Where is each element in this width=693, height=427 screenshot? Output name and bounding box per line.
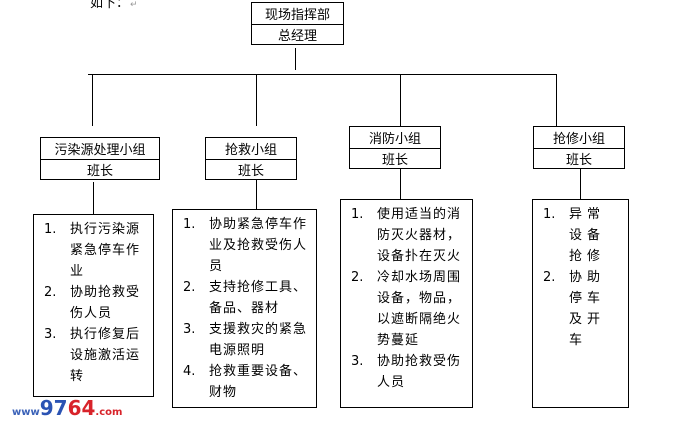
duty-item: 2. 冷却水场周围设备，物品，以遮断隔绝火势蔓延 xyxy=(347,267,466,351)
group-name-text: 抢救小组 xyxy=(224,142,277,158)
watermark-num2: 64 xyxy=(67,396,96,420)
duty-item: 3. 执行修复后设施激活运转 xyxy=(40,324,147,387)
duty-number: 1. xyxy=(183,217,196,232)
group-box-repair: 抢修小组 班长 xyxy=(533,126,625,169)
group-name: 抢修小组 xyxy=(534,127,624,148)
paragraph-mark: ↵ xyxy=(130,0,138,10)
group-name: 消防小组 xyxy=(350,127,440,148)
group-leader-text: 班长 xyxy=(381,152,408,168)
watermark-num1: 97 xyxy=(39,396,68,420)
group-name: 污染源处理小组 xyxy=(41,138,159,159)
watermark-com: .com xyxy=(95,407,123,418)
duty-number: 2. xyxy=(543,270,556,285)
duty-number: 2. xyxy=(183,280,196,295)
connector xyxy=(400,74,401,126)
duty-item: 3. 协助抢救受伤人员 xyxy=(347,351,466,393)
group-leader-text: 班长 xyxy=(86,163,113,179)
command-center-role: 总经理 xyxy=(252,23,343,45)
duty-text: 冷却水场周围设备，物品，以遮断隔绝火势蔓延 xyxy=(377,270,462,348)
duties-fire: 1. 使用适当的消防灭火器材，设备扑在灭火 2. 冷却水场周围设备，物品，以遮断隔绝… xyxy=(340,199,473,408)
duty-number: 1. xyxy=(543,207,556,222)
duty-number: 3. xyxy=(183,322,196,337)
duty-item: 1. 执行污染源紧急停车作业 xyxy=(40,219,147,282)
connector xyxy=(256,179,257,209)
connector xyxy=(92,74,93,126)
group-leader: 班长 xyxy=(350,147,440,169)
title-text: 现场指挥部 xyxy=(264,7,330,23)
connector xyxy=(256,74,257,126)
watermark-logo: www9764.com xyxy=(12,396,122,420)
group-leader-text: 班长 xyxy=(565,152,592,168)
duty-text: 协助抢救受伤人员 xyxy=(70,285,141,321)
duty-item: 1. 使用适当的消防灭火器材，设备扑在灭火 xyxy=(347,204,466,267)
group-name-text: 污染源处理小组 xyxy=(54,142,146,158)
group-name-text: 消防小组 xyxy=(368,131,421,147)
duty-item: 1. 协助紧急停车作业及抢救受伤人员 xyxy=(179,214,310,277)
command-center-box: 现场指挥部 总经理 xyxy=(251,2,344,45)
group-leader: 班长 xyxy=(534,147,624,169)
group-leader-text: 班长 xyxy=(237,163,264,179)
duty-text: 异常设备抢修 xyxy=(569,207,606,264)
duty-text: 执行修复后设施激活运转 xyxy=(70,327,141,384)
intro-text: 如下：↵ xyxy=(90,0,138,11)
group-name-text: 抢修小组 xyxy=(552,131,605,147)
connector xyxy=(556,74,557,126)
duty-item: 3. 支援救灾的紧急电源照明 xyxy=(179,319,310,361)
duties-rescue: 1. 协助紧急停车作业及抢救受伤人员 2. 支持抢修工具、备品、器材 3. 支援救灾的… xyxy=(172,209,317,408)
duties-repair: 1. 异常设备抢修 2. 协助停车及开车 xyxy=(532,199,629,408)
connector xyxy=(88,74,557,75)
duty-text: 执行污染源紧急停车作业 xyxy=(70,222,141,279)
duty-number: 2. xyxy=(351,270,364,285)
connector xyxy=(93,182,94,214)
duty-text: 支持抢修工具、备品、器材 xyxy=(209,280,308,316)
duty-item: 2. 支持抢修工具、备品、器材 xyxy=(179,277,310,319)
connector xyxy=(400,169,401,199)
duty-text: 协助抢救受伤人员 xyxy=(377,354,462,390)
duty-item: 4. 抢救重要设备、财物 xyxy=(179,361,310,403)
group-name: 抢救小组 xyxy=(206,138,296,159)
group-box-pollution: 污染源处理小组 班长 xyxy=(40,137,160,180)
group-box-fire: 消防小组 班长 xyxy=(349,126,441,169)
duty-number: 1. xyxy=(351,207,364,222)
role-text: 总经理 xyxy=(277,28,317,44)
group-leader: 班长 xyxy=(206,158,296,180)
connector xyxy=(580,169,581,199)
command-center-title: 现场指挥部 xyxy=(252,3,343,24)
duty-text: 使用适当的消防灭火器材，设备扑在灭火 xyxy=(377,207,462,264)
duty-number: 2. xyxy=(44,285,57,300)
duty-text: 协助紧急停车作业及抢救受伤人员 xyxy=(209,217,308,274)
duty-number: 4. xyxy=(183,364,196,379)
duty-item: 2. 协助抢救受伤人员 xyxy=(40,282,147,324)
duty-number: 1. xyxy=(44,222,57,237)
duties-pollution: 1. 执行污染源紧急停车作业 2. 协助抢救受伤人员 3. 执行修复后设施激活运转 xyxy=(33,214,154,397)
duty-text: 协助停车及开车 xyxy=(569,270,606,348)
duty-item: 1. 异常设备抢修 xyxy=(539,204,622,267)
duty-item: 2. 协助停车及开车 xyxy=(539,267,622,351)
duty-text: 支援救灾的紧急电源照明 xyxy=(209,322,308,358)
duty-number: 3. xyxy=(44,327,57,342)
intro-label: 如下： xyxy=(90,0,130,11)
duty-number: 3. xyxy=(351,354,364,369)
watermark-www: www xyxy=(12,407,40,418)
connector xyxy=(295,48,296,70)
group-leader: 班长 xyxy=(41,158,159,180)
duty-text: 抢救重要设备、财物 xyxy=(209,364,308,400)
group-box-rescue: 抢救小组 班长 xyxy=(205,137,297,180)
